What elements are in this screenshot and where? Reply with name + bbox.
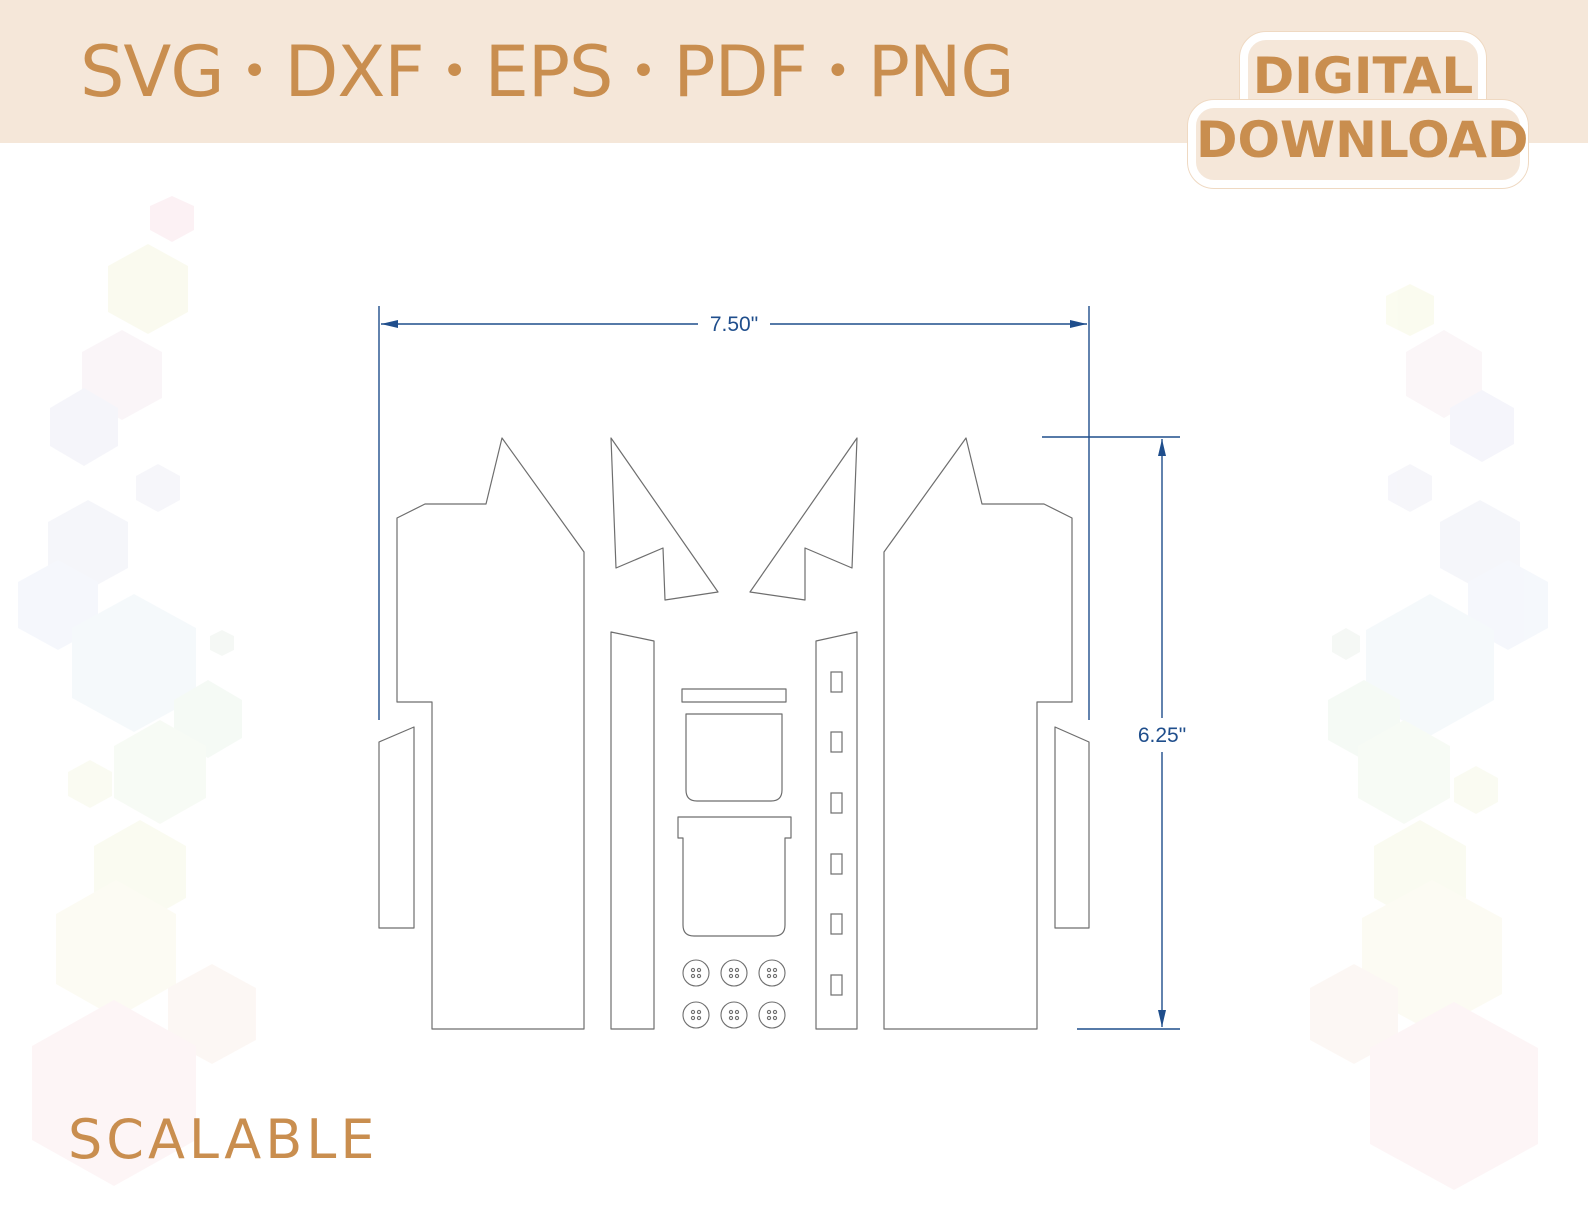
left-sleeve-cuff [378, 726, 415, 929]
height-dimension [1042, 436, 1180, 1030]
left-collar-piece [610, 437, 719, 601]
buttonhole [830, 853, 843, 875]
right-sleeve-cuff [1054, 726, 1090, 929]
width-dimension [378, 306, 1090, 720]
file-formats-list: SVG • DXF • EPS • PDF • PNG [80, 26, 1015, 118]
buttonhole [830, 974, 843, 996]
button-shape [682, 1001, 710, 1029]
buttons-group [682, 959, 786, 1029]
pocket-flap-top [681, 688, 787, 703]
format-separator: • [630, 46, 656, 97]
badge-digital: DIGITAL [1252, 47, 1474, 105]
buttonhole [830, 671, 843, 693]
width-label: 7.50" [710, 313, 758, 336]
buttonhole [830, 792, 843, 814]
badge-download: DOWNLOAD [1196, 111, 1529, 169]
format-separator: • [241, 46, 268, 97]
button-shape [758, 959, 786, 987]
button-shape [720, 1001, 748, 1029]
format-separator: • [824, 46, 851, 97]
right-placket-strip [815, 631, 858, 1030]
buttonhole [830, 913, 843, 935]
format-svg: SVG [80, 31, 225, 113]
pocket-bottom [677, 816, 792, 937]
badge-background-bottom [1188, 100, 1528, 188]
hexagon-decoration-left [18, 196, 256, 1186]
left-front-panel [396, 437, 585, 1030]
scalable-label: SCALABLE [68, 1108, 379, 1171]
button-shape [758, 1001, 786, 1029]
format-separator: • [441, 46, 468, 97]
left-placket-strip [610, 631, 655, 1030]
format-pdf: PDF [673, 31, 807, 113]
button-shape [682, 959, 710, 987]
button-shape [720, 959, 748, 987]
format-eps: EPS [484, 31, 614, 113]
buttonhole [830, 731, 843, 753]
right-front-panel [883, 437, 1073, 1030]
pocket-top [685, 713, 783, 802]
hexagon-decoration-right [1310, 284, 1548, 1190]
height-label: 6.25" [1138, 724, 1186, 747]
buttonholes [830, 671, 843, 996]
format-png: PNG [867, 31, 1015, 113]
format-dxf: DXF [284, 31, 425, 113]
right-collar-piece [749, 437, 858, 601]
